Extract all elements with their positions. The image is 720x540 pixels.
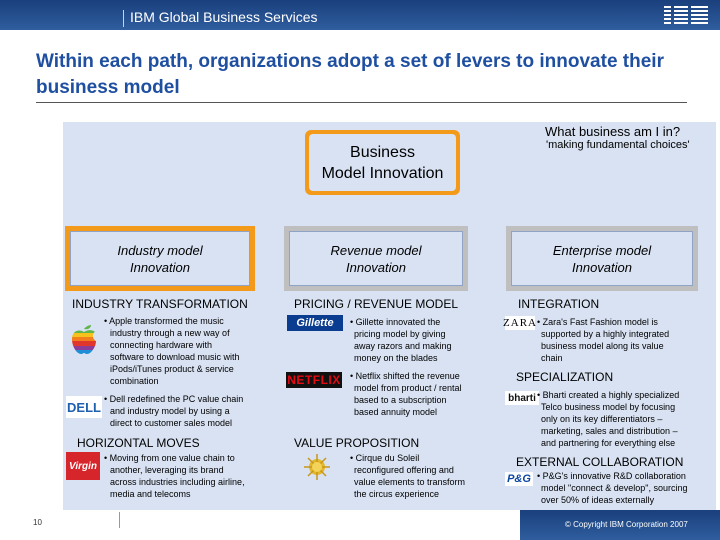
section-pricing-revenue-model: PRICING / REVENUE MODEL xyxy=(294,297,459,311)
bullet-line: away razors and making xyxy=(354,341,452,351)
section-horizontal-moves: HORIZONTAL MOVES xyxy=(77,436,200,450)
industry-model-box: Industry model Innovation xyxy=(65,226,255,291)
bullet-line: model from product / rental xyxy=(354,383,462,393)
bullet-line: • Zara's Fast Fashion model is xyxy=(537,317,658,327)
question-title: What business am I in? xyxy=(545,124,681,139)
bullet-line: industry through a new way of xyxy=(110,328,230,338)
section-integration: INTEGRATION xyxy=(518,297,600,311)
netflix-text: • Netflix shifted the revenue model from… xyxy=(350,370,480,418)
bullet-line: • Netflix shifted the revenue xyxy=(350,371,460,381)
bullet-line: business model along its value xyxy=(541,341,664,351)
section-specialization: SPECIALIZATION xyxy=(516,370,614,384)
bullet-line: based annuity model xyxy=(354,407,438,417)
gillette-logo: Gillette xyxy=(287,315,343,331)
pg-text: • P&G's innovative R&D collaboration mod… xyxy=(537,470,707,506)
bullet-line: and partnering for everything else xyxy=(541,438,676,448)
header-bar xyxy=(0,0,720,30)
bullet-line: supported by a highly integrated xyxy=(541,329,670,339)
enterprise-model-line1: Enterprise model xyxy=(552,242,652,258)
bullet-line: only on its key differentiators – xyxy=(541,414,663,424)
bullet-line: based to a subscription xyxy=(354,395,447,405)
bullet-line: and industry model by using a xyxy=(110,406,230,416)
industry-model-line1: Industry model xyxy=(117,242,203,258)
bullet-line: • Bharti created a highly specialized xyxy=(537,390,680,400)
bullet-line: • Cirque du Soleil xyxy=(350,453,420,463)
dell-logo: DELL xyxy=(66,396,102,418)
bullet-line: Telco business model by focusing xyxy=(541,402,676,412)
cirque-text: • Cirque du Soleil reconfigured offering… xyxy=(350,452,485,500)
footer-bar xyxy=(520,510,720,540)
copyright-text: © Copyright IBM Corporation 2007 xyxy=(565,520,688,529)
virgin-text: • Moving from one value chain to another… xyxy=(104,452,264,500)
ibm-logo-icon xyxy=(664,6,708,24)
bullet-line: chain xyxy=(541,353,563,363)
business-model-innovation-box: Business Model Innovation xyxy=(305,130,460,195)
bullet-line: • Moving from one value chain to xyxy=(104,453,235,463)
title-rule xyxy=(36,102,687,103)
section-value-proposition: VALUE PROPOSITION xyxy=(294,436,420,450)
netflix-logo: NETFLIX xyxy=(286,372,342,388)
bullet-line: • Dell redefined the PC value chain xyxy=(104,394,244,404)
bullet-line: over 50% of ideas externally xyxy=(541,495,655,505)
enterprise-model-box: Enterprise model Innovation xyxy=(506,226,698,291)
center-box-line2: Model Innovation xyxy=(321,164,444,182)
center-box-line1: Business xyxy=(350,143,415,161)
bullet-line: direct to customer sales model xyxy=(110,418,233,428)
revenue-model-box: Revenue model Innovation xyxy=(284,226,468,291)
header-title: IBM Global Business Services xyxy=(130,9,318,25)
bullet-line: iPods/iTunes product & service xyxy=(110,364,234,374)
bullet-line: another, leveraging its brand xyxy=(110,465,224,475)
bharti-logo: bharti xyxy=(505,391,539,405)
revenue-model-line2: Innovation xyxy=(346,259,406,275)
bullet-line: money on the blades xyxy=(354,353,438,363)
dell-text: • Dell redefined the PC value chain and … xyxy=(104,393,264,429)
industry-model-line2: Innovation xyxy=(129,259,190,275)
apple-logo-icon xyxy=(72,325,96,354)
pg-logo: P&G xyxy=(505,472,533,486)
bullet-line: marketing, sales and distribution – xyxy=(541,426,678,436)
section-industry-transformation: INDUSTRY TRANSFORMATION xyxy=(72,297,248,311)
bullet-line: reconfigured offering and xyxy=(354,465,454,475)
section-external-collaboration: EXTERNAL COLLABORATION xyxy=(516,455,684,469)
zara-text: • Zara's Fast Fashion model is supported… xyxy=(537,316,707,364)
bullet-line: the circus experience xyxy=(354,489,440,499)
cirque-logo-icon xyxy=(304,454,330,480)
revenue-model-line1: Revenue model xyxy=(330,242,422,258)
bullet-line: • Apple transformed the music xyxy=(104,316,224,326)
apple-text: • Apple transformed the music industry t… xyxy=(104,315,264,387)
bullet-line: combination xyxy=(110,376,159,386)
bullet-line: software to download music with xyxy=(110,352,240,362)
bullet-line: media and telecoms xyxy=(110,489,191,499)
virgin-logo: Virgin xyxy=(66,452,100,480)
enterprise-model-line2: Innovation xyxy=(572,259,632,275)
footer-divider xyxy=(119,512,120,528)
bullet-line: connecting hardware with xyxy=(110,340,213,350)
slide-title: Within each path, organizations adopt a … xyxy=(36,51,664,98)
bullet-line: across industries including airline, xyxy=(110,477,245,487)
question-subtitle: 'making fundamental choices' xyxy=(546,139,690,151)
bullet-line: • Gillette innovated the xyxy=(350,317,441,327)
bullet-line: model "connect & develop", sourcing xyxy=(541,483,688,493)
bullet-line: • P&G's innovative R&D collaboration xyxy=(537,471,686,481)
page-number: 10 xyxy=(33,518,42,527)
header-divider xyxy=(123,10,124,27)
bullet-line: pricing model by giving xyxy=(354,329,446,339)
bullet-line: value elements to transform xyxy=(354,477,466,487)
zara-logo: ZARA xyxy=(503,316,537,330)
gillette-text: • Gillette innovated the pricing model b… xyxy=(350,316,480,364)
bharti-text: • Bharti created a highly specialized Te… xyxy=(537,389,707,449)
